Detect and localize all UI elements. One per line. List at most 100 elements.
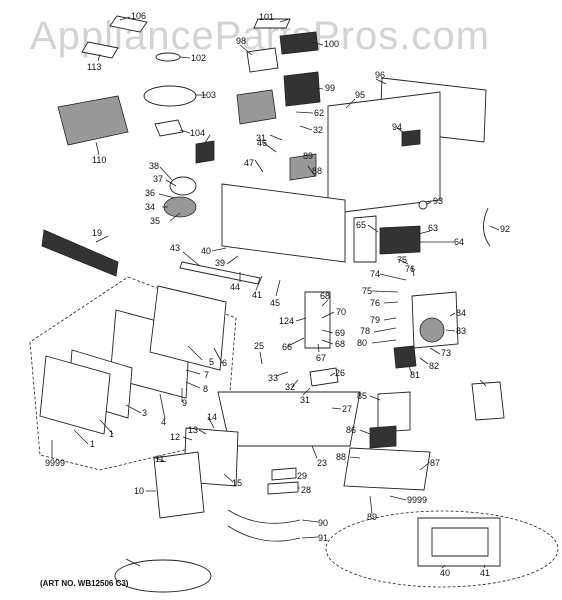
callout-92: 95 (355, 90, 365, 100)
callout-96: 100 (324, 39, 339, 49)
part-89-cord (483, 207, 491, 247)
callout-101: 104 (190, 128, 205, 138)
callout-81: 84 (456, 308, 466, 318)
callout-83: 86 (346, 425, 356, 435)
callout-85: 88 (336, 452, 346, 462)
part-32-fan-blade (163, 196, 197, 218)
callout-79: 82 (429, 361, 439, 371)
door-assembly-group-outline (29, 276, 237, 471)
callout-44: 47 (244, 158, 254, 168)
callout-13: 13 (188, 425, 198, 435)
part-80-fan-blade (419, 317, 445, 343)
callout-95: 99 (325, 83, 335, 93)
callout-19: 19 (92, 228, 102, 238)
callout-14: 14 (207, 412, 217, 422)
part-124-grille (195, 140, 215, 164)
part-99-ring (155, 52, 181, 62)
callout-89: 92 (500, 224, 510, 234)
part-87-harness (227, 509, 301, 524)
callout-23: 23 (317, 458, 327, 468)
callout-10: 10 (134, 486, 144, 496)
part-94-cover (246, 47, 279, 73)
part-104-filter (81, 41, 119, 59)
callout-30: 32 (313, 125, 323, 135)
callout-74: 76 (405, 264, 415, 274)
part-102-vent (109, 15, 148, 33)
callout-34: 36 (145, 188, 155, 198)
callout-70: 73 (441, 348, 451, 358)
part-101-plate (154, 119, 184, 137)
part-9999-manual (471, 381, 505, 421)
part-11-touch-panel (153, 451, 205, 519)
callout-93: 96 (375, 70, 385, 80)
callout-37: 39 (215, 258, 225, 268)
callout-39: 41 (252, 290, 262, 300)
part-95-fan-motor (283, 71, 321, 107)
part-105-latch (304, 291, 331, 349)
callout-41: 44 (230, 282, 240, 292)
callout-62: 63 (428, 223, 438, 233)
callout-67b: 68 (335, 339, 345, 349)
callout-86: 89 (367, 512, 377, 522)
callout-72: 74 (370, 269, 380, 279)
callout-84: 87 (430, 458, 440, 468)
callout-38: 40 (201, 246, 211, 256)
callout-7: 7 (204, 370, 209, 380)
callout-12: 12 (170, 432, 180, 442)
part-24-board (267, 481, 299, 495)
callout-30b: 32 (285, 382, 295, 392)
callout-24: 28 (301, 485, 311, 495)
part-grease-filter-inner (431, 527, 489, 557)
callout-103: 110 (92, 155, 106, 165)
part-23-bottom-plate (217, 391, 361, 447)
callout-32: 34 (145, 202, 155, 212)
callout-2: 1 (109, 429, 114, 439)
callout-46: 89 (303, 151, 313, 161)
part-91-bracket (401, 129, 421, 147)
callout-25: 29 (297, 471, 307, 481)
callout-40: 43 (170, 243, 180, 253)
callout-73: 75 (397, 255, 407, 265)
part-36-stirrer (169, 176, 197, 196)
part-46-grille (289, 153, 317, 181)
callout-29: 31 (256, 133, 266, 143)
part-92-cabinet (327, 91, 441, 215)
callout-87: 90 (318, 518, 328, 528)
callout-98: 101 (259, 12, 274, 22)
callout-35: 37 (153, 174, 163, 184)
part-47-blower (236, 89, 277, 125)
callout-100: 103 (201, 90, 216, 100)
part-62-transformer (379, 225, 421, 255)
part-cavity (221, 183, 346, 263)
part-110-door-outer (39, 355, 111, 435)
callout-69: 70 (336, 307, 346, 317)
callout-68: 69 (335, 328, 345, 338)
callout-90: 93 (433, 196, 443, 206)
callout-43: 46 (257, 138, 267, 148)
callout-94: 98 (236, 36, 246, 46)
part-100-turntable (143, 85, 197, 107)
callout-104: 113 (87, 62, 101, 72)
callout-77: 80 (357, 338, 367, 348)
callout-78: 81 (410, 370, 420, 380)
part-27-sensor (309, 367, 339, 387)
part-6-door-panel (149, 285, 227, 371)
callout-5: 5 (209, 357, 214, 367)
part-83-capacitor (369, 425, 397, 449)
callout-29b: 31 (300, 395, 310, 405)
callout-39b: 41 (480, 568, 490, 578)
part-19-vent-grille (41, 229, 119, 277)
callout-102: 106 (131, 11, 146, 21)
callout-64: 65 (356, 220, 366, 230)
part-84-base-plate (343, 447, 431, 491)
callout-26: 25 (254, 341, 264, 351)
callout-28: 27 (342, 404, 352, 414)
callout-80: 83 (456, 326, 466, 336)
callout-6: 6 (222, 358, 227, 368)
grease-filter-group-outline (325, 510, 559, 588)
part-82-duct (377, 391, 411, 433)
callout-42: 45 (270, 298, 280, 308)
callout-36: 38 (149, 161, 159, 171)
